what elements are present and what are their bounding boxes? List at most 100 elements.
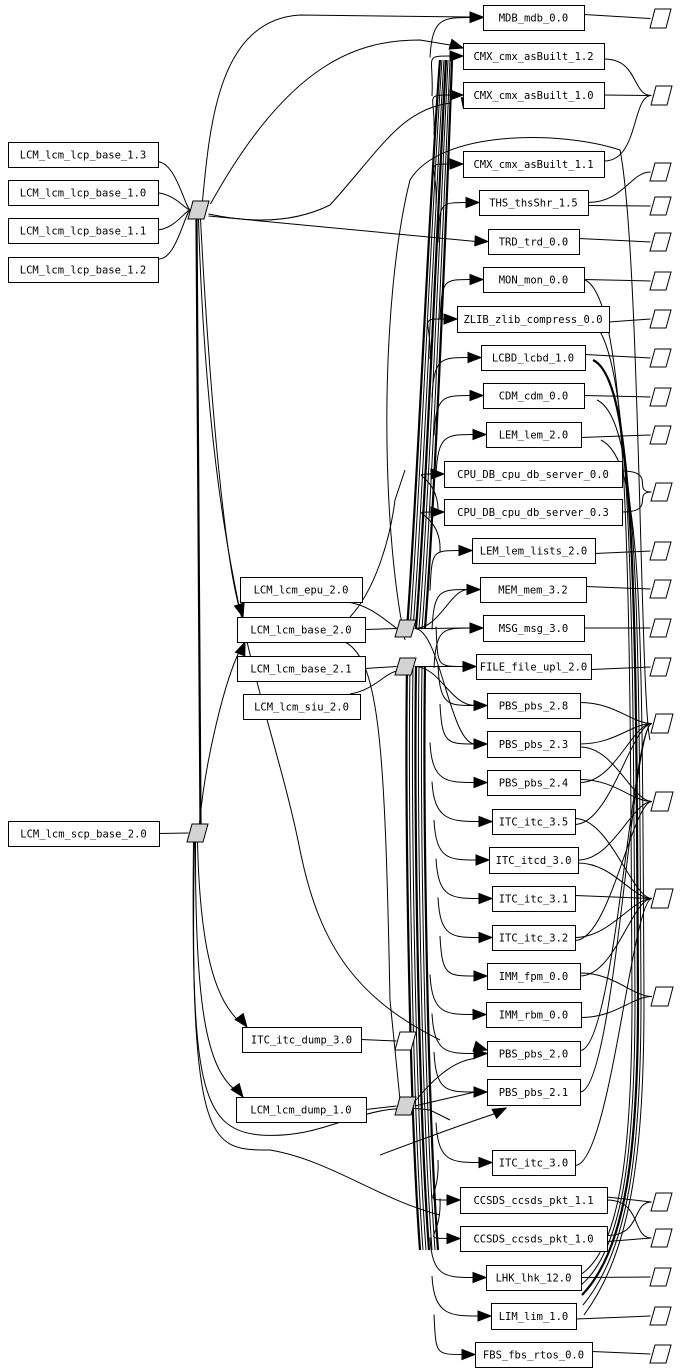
node-box (8, 142, 159, 168)
node-pbs28[interactable]: PBS_pbs_2.8 (487, 693, 581, 719)
node-itcd30[interactable]: ITC_itcd_3.0 (489, 847, 579, 874)
node-box (8, 180, 159, 206)
node-pbs21[interactable]: PBS_pbs_2.1 (487, 1079, 581, 1106)
node-itc32[interactable]: ITC_itc_3.2 (492, 925, 576, 951)
node-fpm[interactable]: IMM_fpm_0.0 (487, 963, 581, 990)
edge-to-rbm (429, 974, 475, 1015)
node-pbs20[interactable]: PBS_pbs_2.0 (487, 1041, 581, 1067)
node-box (483, 615, 585, 642)
node-cmx12[interactable]: CMX_cmx_asBuilt_1.2 (463, 43, 605, 70)
node-cdm[interactable]: CDM_cdm_0.0 (483, 383, 585, 409)
node-itcdump[interactable]: ITC_itc_dump_3.0 (242, 1027, 362, 1053)
node-box (460, 1187, 608, 1214)
arrow-rbm (472, 1008, 488, 1021)
node-cmx11[interactable]: CMX_cmx_asBuilt_1.1 (463, 151, 605, 178)
edge-to-itc30 (435, 1122, 481, 1163)
node-itc35[interactable]: ITC_itc_3.5 (492, 809, 576, 835)
node-label: LCM_lcm_epu_2.0 (254, 585, 349, 597)
arrow-pbs28 (473, 699, 489, 712)
node-epu20[interactable]: LCM_lcm_epu_2.0 (240, 577, 363, 603)
node-box (489, 847, 579, 874)
node-ccsds11[interactable]: CCSDS_ccsds_pkt_1.1 (460, 1187, 608, 1214)
node-zlib[interactable]: ZLIB_zlib_compress_0.0 (457, 306, 610, 333)
edge-out-fbs-out-fbs (591, 1351, 651, 1355)
node-label: LEM_lem_2.0 (499, 430, 569, 442)
edge-out-zlib-out-zlib (608, 318, 651, 323)
arrow-cdm (469, 389, 485, 402)
node-lcp13[interactable]: LCM_lcm_lcp_base_1.3 (8, 142, 159, 168)
node-ths[interactable]: THS_thsShr_1.5 (479, 190, 589, 216)
out-zlib-icon (649, 309, 672, 329)
trunk-down-6 (423, 666, 440, 1251)
node-label: LCM_lcm_base_2.0 (250, 625, 351, 637)
node-base21[interactable]: LCM_lcm_base_2.1 (237, 656, 366, 682)
node-rbm[interactable]: IMM_rbm_0.0 (486, 1002, 582, 1028)
node-lcp10[interactable]: LCM_lcm_lcp_base_1.0 (8, 180, 159, 206)
edge-out-itc31-out-itc (574, 895, 653, 899)
node-lcmdump[interactable]: LCM_lcm_dump_1.0 (236, 1097, 367, 1123)
edge-to-fbs (433, 1314, 464, 1355)
node-lemlists[interactable]: LEM_lem_lists_2.0 (472, 538, 596, 564)
edge-to-cpudb03 (421, 511, 441, 553)
node-lcp11[interactable]: LCM_lcm_lcp_base_1.1 (8, 218, 159, 244)
edge-to-cmx10 (432, 94, 452, 136)
node-base20[interactable]: LCM_lcm_base_2.0 (237, 617, 366, 643)
edge-to-ccsds11 (432, 1159, 449, 1201)
node-fbs[interactable]: FBS_fbs_rtos_0.0 (475, 1342, 593, 1368)
hubs-layer (186, 8, 674, 1364)
node-lem[interactable]: LEM_lem_2.0 (486, 422, 582, 448)
node-siu20[interactable]: LCM_lcm_siu_2.0 (243, 694, 361, 720)
edge-out-itc35-out-itc (574, 818, 653, 899)
arrow-fbs (461, 1348, 477, 1361)
node-pbs24[interactable]: PBS_pbs_2.4 (487, 770, 581, 796)
node-itc31[interactable]: ITC_itc_3.1 (492, 886, 576, 912)
node-ccsds10[interactable]: CCSDS_ccsds_pkt_1.0 (460, 1226, 608, 1252)
trunk-up-2 (412, 59, 445, 629)
node-cpudb03[interactable]: CPU_DB_cpu_db_server_0.3 (444, 499, 623, 526)
node-trd[interactable]: TRD_trd_0.0 (488, 229, 580, 255)
edge-lcp-trd (208, 215, 477, 242)
node-lim[interactable]: LIM_lim_1.0 (491, 1303, 577, 1330)
node-file[interactable]: FILE_file_upl_2.0 (476, 654, 592, 680)
out-trd-icon (649, 232, 672, 252)
edge-to-pbs20 (431, 1013, 476, 1054)
out-ccsds10-icon (650, 1228, 673, 1248)
node-label: ITC_itcd_3.0 (496, 855, 572, 867)
node-scp20[interactable]: LCM_lcm_scp_base_2.0 (8, 821, 160, 847)
node-cpudb00[interactable]: CPU_DB_cpu_db_server_0.0 (444, 461, 623, 488)
node-lhk[interactable]: LHK_lhk_12.0 (486, 1265, 582, 1291)
node-box (486, 422, 582, 448)
node-box (444, 461, 623, 488)
node-pbs23[interactable]: PBS_pbs_2.3 (487, 731, 581, 758)
out-lemlists-icon (649, 541, 672, 561)
node-box (475, 1342, 593, 1368)
edge-loop-right (386, 137, 651, 741)
edge-out-pbs23-out-pbs24 (579, 746, 653, 802)
node-box (243, 694, 361, 720)
edge-to-mon (439, 279, 472, 320)
edge-to-itc35 (431, 781, 481, 822)
node-mem[interactable]: MEM_mem_3.2 (480, 577, 587, 603)
out-ccsds11-icon (650, 1192, 673, 1212)
node-msg[interactable]: MSG_msg_3.0 (483, 615, 585, 642)
node-mon[interactable]: MON_mon_0.0 (483, 267, 585, 293)
node-mdb[interactable]: MDB_mdb_0.0 (483, 5, 585, 31)
node-itc30[interactable]: ITC_itc_3.0 (492, 1150, 576, 1176)
node-lcp12[interactable]: LCM_lcm_lcp_base_1.2 (8, 257, 159, 283)
hub-base21-icon (394, 657, 417, 676)
out-lem-icon (649, 425, 672, 445)
node-label: CMX_cmx_asBuilt_1.2 (473, 51, 593, 63)
node-box (491, 1303, 577, 1330)
node-label: CCSDS_ccsds_pkt_1.1 (473, 1195, 593, 1207)
node-lcbd[interactable]: LCBD_lcbd_1.0 (481, 345, 586, 371)
arrow-ccsds11 (446, 1194, 462, 1206)
hub-scp-icon (186, 823, 209, 843)
node-label: LCM_lcm_dump_1.0 (250, 1105, 351, 1117)
node-cmx10[interactable]: CMX_cmx_asBuilt_1.0 (463, 82, 605, 109)
node-box (486, 1002, 582, 1028)
edge-out-pbs24-out-pbs (579, 723, 653, 783)
edge-out-lim-out-lim (575, 1315, 651, 1320)
arrow-itcd30 (475, 854, 491, 866)
node-box (480, 577, 587, 603)
node-box (236, 1097, 367, 1123)
